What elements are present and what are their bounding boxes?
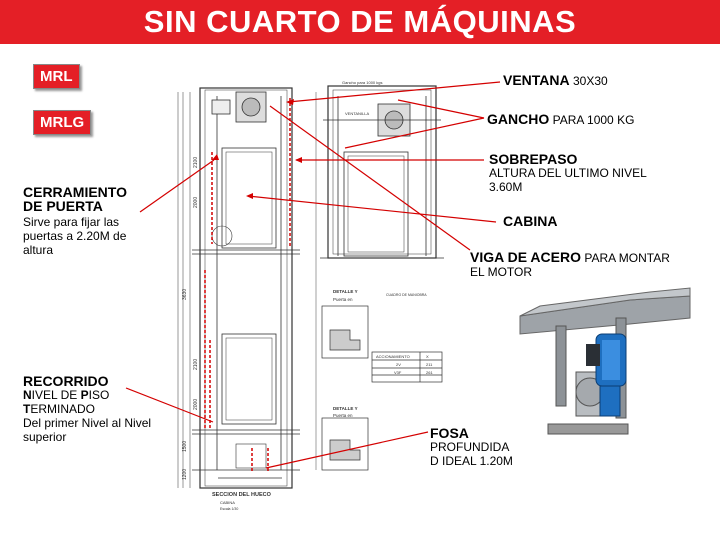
detalle-y-1: DETALLE Y xyxy=(333,289,358,294)
mrlg-tag: MRLG xyxy=(33,110,92,135)
dim-2: 2000 xyxy=(193,197,199,208)
dim-6: 3630 xyxy=(182,289,188,300)
seccion-caption: SECCION DEL HUECO xyxy=(212,492,272,498)
dim-5: 1500 xyxy=(182,441,188,452)
dim-1: 2100 xyxy=(193,157,199,168)
motor-beam-illustration xyxy=(519,287,691,435)
label-cabina: CABINA xyxy=(503,213,558,229)
gancho-caption: Gancho para 1000 kgs xyxy=(342,80,382,85)
table-cell-4: 261 xyxy=(426,370,433,375)
mrl-tag: MRL xyxy=(33,64,80,89)
puerta-2: Puerta en xyxy=(333,413,353,418)
dim-4: 2000 xyxy=(193,399,199,410)
cuadro-caption: CUADRO DE MANIOBRA xyxy=(386,293,427,297)
ventanilla-caption: VENTANILLA xyxy=(345,111,369,116)
label-gancho: GANCHO PARA 1000 KG xyxy=(487,111,635,127)
table-header-2: X xyxy=(426,354,429,359)
shaft-section-right xyxy=(320,85,444,259)
detail-y-bottom xyxy=(321,417,369,471)
table-cell-2: 211 xyxy=(426,362,433,367)
puerta-1: Puerta en xyxy=(333,297,353,302)
table-cell-1: 2V xyxy=(396,362,401,367)
title-bar xyxy=(0,0,720,44)
table-cell-3: V3F xyxy=(394,370,402,375)
label-recorrido: RECORRIDO NIVEL DE PISO TERMINADO Del pr… xyxy=(23,373,152,444)
label-ventana: VENTANA 30X30 xyxy=(503,72,608,88)
cabina-caption: CABINA xyxy=(220,500,235,505)
dim-3: 2100 xyxy=(193,359,199,370)
detail-y-top xyxy=(321,305,443,383)
escala-caption: Escala 1/30 xyxy=(220,507,238,511)
label-fosa: FOSA PROFUNDIDA D IDEAL 1.20M xyxy=(430,425,513,468)
arrow-heads xyxy=(212,99,302,199)
label-sobrepaso: SOBREPASO ALTURA DEL ULTIMO NIVEL 3.60M xyxy=(489,151,647,194)
dim-7: 1200 xyxy=(182,469,188,480)
page-title: SIN CUARTO DE MÁQUINAS xyxy=(143,4,577,39)
shaft-section-left xyxy=(177,87,300,489)
leader-lines xyxy=(125,81,501,469)
label-cerramiento: CERRAMIENTO DE PUERTA Sirve para fijar l… xyxy=(23,184,127,257)
table-header-1: ACCIONAMIENTO xyxy=(376,354,410,359)
red-dimension-lines xyxy=(204,98,291,472)
label-viga: VIGA DE ACERO PARA MONTAR EL MOTOR xyxy=(470,249,670,279)
detalle-y-2: DETALLE Y xyxy=(333,406,358,411)
